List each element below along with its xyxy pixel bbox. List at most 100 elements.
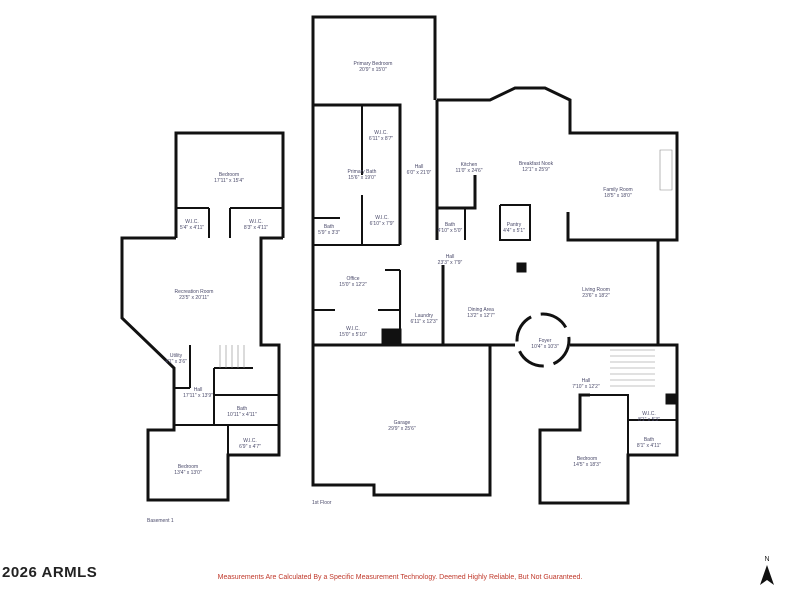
room-name: Recreation Room — [174, 289, 214, 295]
room-dims: 29'9" x 25'6" — [388, 426, 416, 432]
room-name: Bath — [444, 222, 456, 228]
room-dims: 15'0" x 12'2" — [339, 282, 367, 288]
room-dims: 13'2" x 12'7" — [467, 313, 495, 319]
room-dims: 23'6" x 18'2" — [582, 293, 610, 299]
room-name: Kitchen — [460, 162, 478, 168]
room-name: Hall — [581, 378, 591, 384]
room-dims: 8'1" x 5'3" — [638, 417, 660, 423]
room-name: Primary Bath — [347, 169, 377, 175]
room-name: Utility — [169, 353, 183, 359]
room-dims: 11'0" x 24'6" — [455, 168, 483, 174]
stairs — [219, 149, 673, 387]
floor-label-first: 1st Floor — [312, 500, 332, 506]
room-dims: 4'4" x 5'1" — [503, 228, 525, 234]
room-label: W.I.C.15'0" x 5'10" — [339, 326, 366, 338]
room-name: W.I.C. — [249, 219, 263, 225]
room-dims: 23'5" x 20'11" — [179, 295, 209, 301]
room-dims: 14'5" x 18'3" — [573, 462, 601, 468]
north-arrow-icon — [760, 565, 774, 585]
room-dims: 7'10" x 12'2" — [572, 384, 600, 390]
room-name: Primary Bedroom — [353, 61, 393, 67]
armls-logo: 2026 ARMLS — [2, 564, 98, 581]
room-label: W.I.C.8'1" x 5'3" — [638, 411, 660, 423]
room-dims: 6'11" x 12'3" — [410, 319, 438, 325]
room-name: Pantry — [506, 222, 522, 228]
room-dims: 4'1" x 3'6" — [165, 359, 187, 365]
room-name: Hall — [193, 387, 203, 393]
room-name: Breakfast Nook — [518, 161, 554, 167]
room-dims: 20'9" x 15'0" — [359, 67, 387, 73]
floor-label-basement: Basement 1 — [147, 518, 174, 524]
room-dims: 10'4" x 10'3" — [531, 344, 559, 350]
room-dims: 15'6" x 19'0" — [348, 175, 376, 181]
north-indicator: N — [758, 556, 776, 592]
room-dims: 10'11" x 4'11" — [227, 412, 257, 418]
room-name: W.I.C. — [185, 219, 199, 225]
room-name: Bedroom — [177, 464, 199, 470]
measurement-disclaimer: Measurements Are Calculated By a Specifi… — [217, 574, 583, 581]
room-name: Family Room — [603, 187, 633, 193]
room-label: W.I.C.6'10" x 7'9" — [370, 215, 395, 227]
room-dims: 18'5" x 18'0" — [604, 193, 632, 199]
room-dims: 4'10" x 5'0" — [437, 228, 463, 234]
room-name: W.I.C. — [243, 438, 257, 444]
north-label: N — [764, 556, 770, 563]
room-name: Foyer — [538, 338, 552, 344]
room-name: W.I.C. — [375, 215, 389, 221]
room-name: W.I.C. — [374, 130, 388, 136]
room-dims: 8'1" x 4'11" — [636, 443, 662, 449]
room-label: W.I.C.5'4" x 4'11" — [180, 219, 204, 231]
room-dims: 6'0" x 21'0" — [406, 170, 432, 176]
room-dims: 13'4" x 13'0" — [174, 470, 202, 476]
room-name: Dining Area — [468, 307, 494, 313]
room-name: Hall — [414, 164, 424, 170]
room-dims: 6'11" x 8'7" — [368, 136, 394, 142]
basement-walls — [120, 131, 285, 502]
room-name: Office — [346, 276, 360, 282]
room-name: Hall — [445, 254, 455, 260]
room-name: Laundry — [414, 313, 434, 319]
room-name: Bedroom — [218, 172, 240, 178]
room-dims: 17'11" x 13'9" — [183, 393, 213, 399]
room-name: Bath — [236, 406, 248, 412]
room-name: Bath — [323, 224, 335, 230]
room-dims: 23'3" x 7'9" — [437, 260, 463, 266]
room-name: W.I.C. — [346, 326, 360, 332]
room-label: W.I.C.6'9" x 4'7" — [239, 438, 261, 450]
room-dims: 6'9" x 4'7" — [239, 444, 261, 450]
room-label: W.I.C.6'11" x 8'7" — [369, 130, 393, 142]
room-dims: 12'1" x 25'9" — [522, 167, 550, 173]
first-floor-walls — [311, 15, 679, 505]
room-name: Bedroom — [576, 456, 598, 462]
room-dims: 17'11" x 15'4" — [214, 178, 244, 184]
room-name: Living Room — [582, 287, 610, 293]
room-dims: 15'0" x 5'10" — [339, 332, 367, 338]
room-dims: 6'10" x 7'9" — [369, 221, 395, 227]
room-dims: 5'4" x 4'11" — [179, 225, 205, 231]
room-label: W.I.C.8'3" x 4'11" — [244, 219, 268, 231]
room-dims: 8'3" x 4'11" — [243, 225, 269, 231]
